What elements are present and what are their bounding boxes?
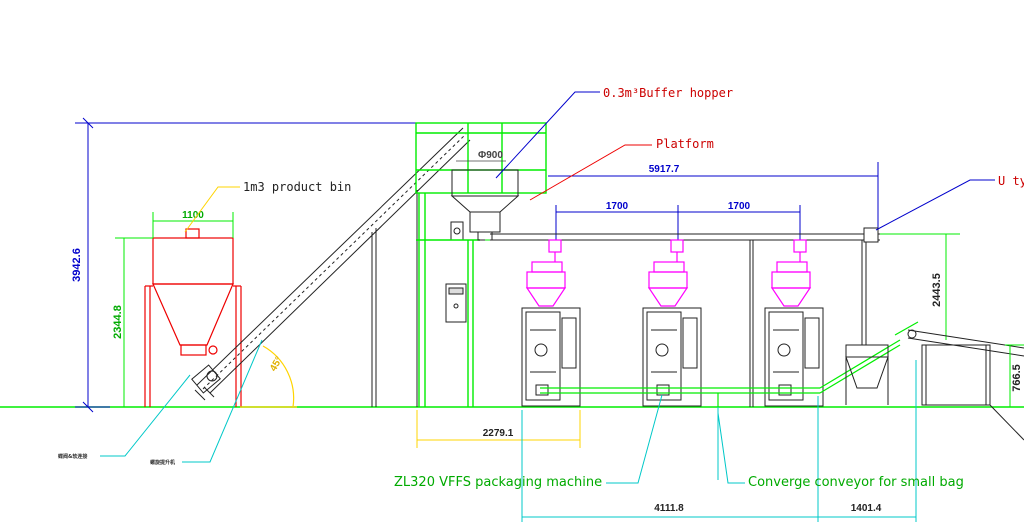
outlet-height-dimension: [880, 233, 960, 340]
total-height-dimension: [75, 117, 470, 413]
span-1-label: 4111.8: [654, 503, 684, 514]
packaging-machine-2: [642, 239, 702, 407]
leader-buffer-hopper: [495, 91, 600, 179]
leader-u-type: [875, 179, 995, 231]
label-cn-1: 蝶阀&软连接: [58, 453, 87, 460]
top-frame-dimension: [548, 162, 879, 240]
u-type-elevator: [907, 329, 1024, 441]
label-buffer-hopper: 0.3m³Buffer hopper: [603, 86, 733, 100]
packaging-machine-3: [764, 239, 824, 407]
leader-cn-label-2: [182, 339, 263, 463]
bottom-span-dimensions: [521, 360, 917, 522]
leader-converge-conveyor: [717, 412, 745, 484]
spacing-1-label: 1700: [606, 201, 629, 212]
leader-packaging-machine: [606, 394, 663, 484]
bin-width-label: 1100: [182, 210, 204, 221]
screw-conveyor-motor: [450, 221, 464, 241]
u-type-green-guide: [894, 321, 919, 336]
incline-angle-mark: [240, 345, 297, 408]
label-converge-conveyor: Converge conveyor for small bag: [748, 475, 964, 490]
screw-conveyor: [191, 127, 471, 407]
platform-width-dimension: [416, 410, 581, 448]
converge-conveyor: [540, 339, 901, 407]
control-box: [445, 283, 467, 323]
hopper-width-label: Φ900: [478, 150, 503, 161]
packaging-machine-1: [521, 239, 581, 407]
conveyor-height-label: 766.5: [1011, 364, 1023, 392]
label-product-bin: 1m3 product bin: [243, 180, 351, 194]
label-platform: Platform: [656, 137, 714, 151]
leader-platform: [529, 144, 652, 201]
outlet-height-label: 2443.5: [931, 273, 943, 307]
conveyor-height-dimension: [1005, 344, 1024, 407]
bin-dimensions: [115, 212, 234, 407]
platform-structure: [415, 122, 547, 407]
frame-length-label: 5917.7: [649, 164, 680, 175]
span-2-label: 1401.4: [851, 503, 882, 514]
total-height-label: 3942.6: [71, 248, 83, 282]
bin-height-label: 2344.8: [112, 305, 124, 339]
label-u-type: U ty: [998, 174, 1024, 188]
leader-product-bin: [184, 186, 240, 233]
collection-box: [845, 344, 889, 405]
leader-cn-label-1: [100, 374, 191, 457]
product-bin: [144, 228, 242, 407]
platform-width-label: 2279.1: [483, 428, 514, 439]
label-packaging-machine: ZL320 VFFS packaging machine: [394, 475, 602, 490]
incline-angle-label: 45°: [268, 355, 285, 374]
spacing-2-label: 1700: [728, 201, 751, 212]
label-cn-2: 螺旋提升机: [150, 459, 175, 466]
